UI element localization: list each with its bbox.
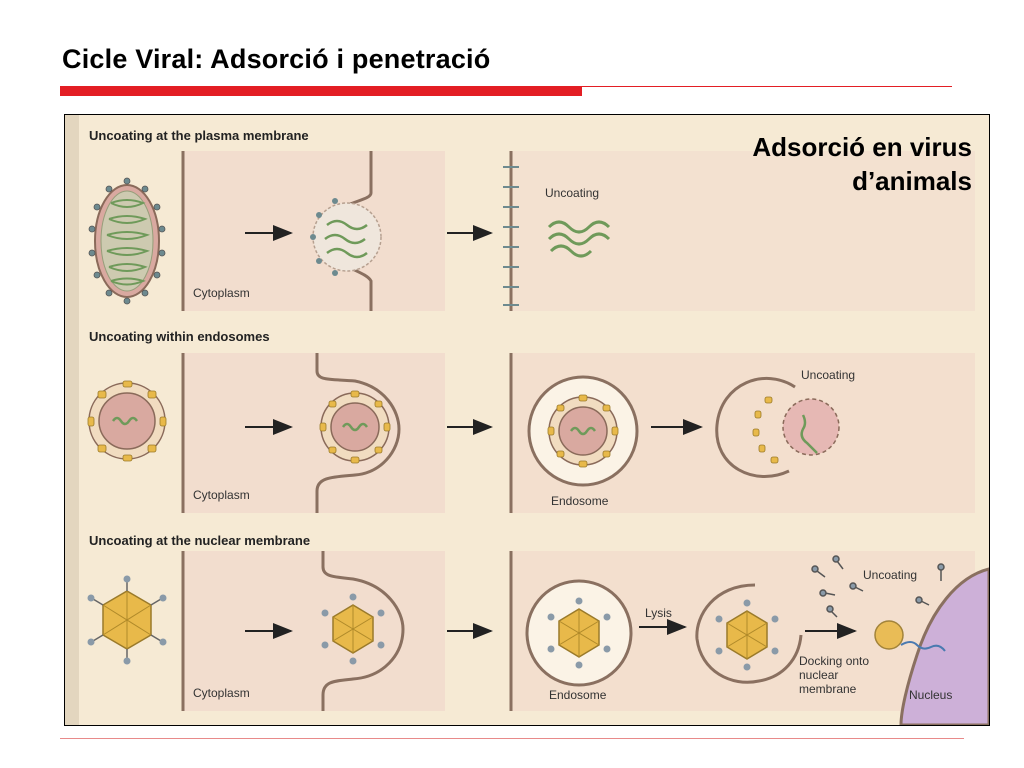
viral-uncoating-figure: Uncoating at the plasma membrane Cytopla…	[64, 114, 990, 726]
row3-lysed-endosome	[695, 583, 803, 684]
caption-line-1: Adsorció en virus	[752, 132, 972, 162]
title-underline-rule	[582, 86, 952, 87]
row3-uncoating-label: Uncoating	[863, 568, 917, 582]
row2-endosome	[527, 375, 639, 487]
row3-cytoplasm-label: Cytoplasm	[193, 686, 250, 700]
row3-docking-label-line1: Docking onto	[799, 654, 869, 668]
row2-virus-particle	[87, 380, 167, 462]
row3-lysis-label: Lysis	[645, 606, 672, 620]
row1-header: Uncoating at the plasma membrane	[89, 128, 309, 143]
row2-uncoating-label: Uncoating	[801, 368, 855, 382]
row3-header: Uncoating at the nuclear membrane	[89, 533, 310, 548]
side-caption: Adsorció en virus d’animals	[752, 130, 972, 198]
row1-released-genome	[547, 220, 611, 258]
row3-cell-shade	[183, 551, 445, 711]
row1-membrane-with-glycoproteins	[503, 151, 519, 311]
row1-right-shade	[510, 151, 975, 311]
row2-cell-shade	[183, 353, 445, 513]
row2-header: Uncoating within endosomes	[89, 329, 270, 344]
slide-title: Cicle Viral: Adsorció i penetració	[62, 44, 491, 74]
row2-endocytosis	[315, 353, 401, 513]
row3-endosome-label: Endosome	[549, 688, 607, 702]
row3-icosahedral-virus	[87, 575, 167, 665]
title-underline-accent	[60, 86, 582, 96]
row2-endosome-label: Endosome	[551, 494, 609, 508]
caption-line-2: d’animals	[852, 166, 972, 196]
row1-uncoating-label: Uncoating	[545, 186, 599, 200]
enveloped-virus-particle	[88, 177, 166, 305]
figure-page-edge	[65, 115, 79, 725]
row3-nucleus-label: Nucleus	[909, 688, 952, 702]
footer-rule	[60, 738, 964, 739]
figure-svg: Uncoating at the plasma membrane Cytopla…	[65, 115, 989, 725]
row2-endosome-opening	[715, 377, 840, 478]
row1-fusing-virus	[310, 151, 382, 311]
row3-docking-label-line2: nuclear	[799, 668, 838, 682]
row3-nucleus	[874, 567, 989, 725]
row2-cytoplasm-label: Cytoplasm	[193, 488, 250, 502]
row3-endosome	[525, 579, 633, 687]
row1-cytoplasm-label: Cytoplasm	[193, 286, 250, 300]
row3-docking-label-line3: membrane	[799, 682, 857, 696]
row3-endocytosis	[321, 551, 405, 711]
row3-capsid-fragments	[811, 555, 945, 618]
